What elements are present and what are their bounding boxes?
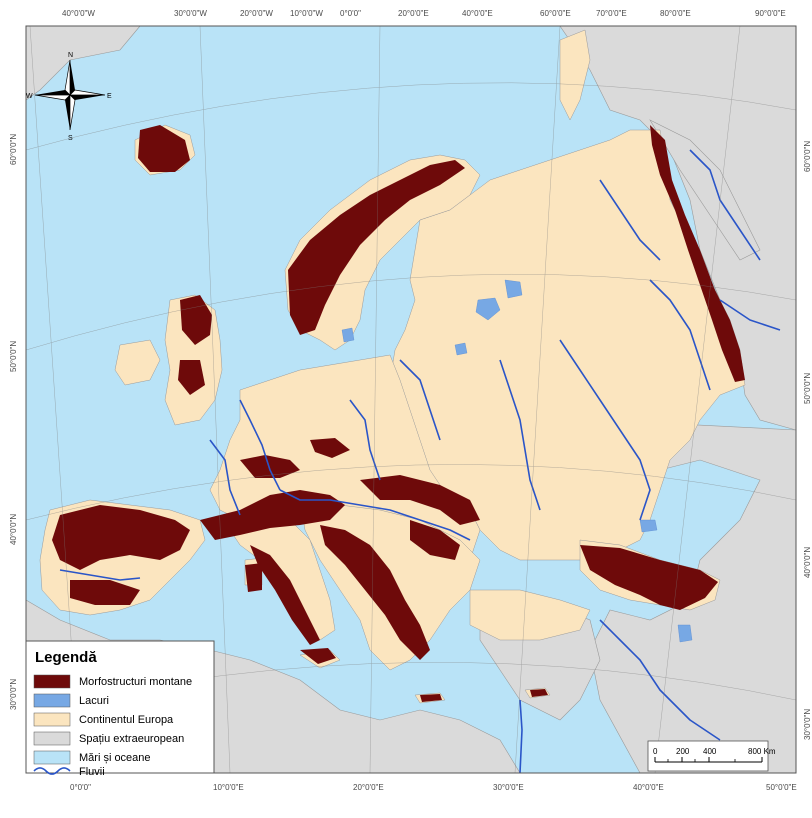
scale-label: 0 (653, 747, 658, 756)
compass-label-e: E (107, 93, 112, 100)
top-tick: 40°0'0"W (62, 9, 95, 18)
top-tick: 90°0'0"E (755, 9, 786, 18)
bottom-tick: 30°0'0"E (493, 783, 524, 792)
left-tick: 40°0'0"N (9, 514, 18, 545)
top-tick: 80°0'0"E (660, 9, 691, 18)
bottom-tick: 20°0'0"E (353, 783, 384, 792)
legend-label: Mări și oceane (79, 752, 151, 764)
compass-arrow-north (70, 60, 75, 95)
right-tick-labels: 60°0'0"N 50°0'0"N 40°0'0"N 30°0'0"N (803, 141, 812, 740)
legend-label: Spațiu extraeuropean (79, 733, 184, 745)
left-tick: 50°0'0"N (9, 341, 18, 372)
compass-arrow-west (35, 90, 70, 95)
left-tick: 30°0'0"N (9, 679, 18, 710)
legend-label: Continentul Europa (79, 714, 174, 726)
scale-bar-box (647, 740, 769, 772)
compass-arrow-east (70, 95, 105, 100)
compass-arrow-south (65, 95, 70, 130)
legend-title: Legendă (35, 649, 97, 666)
compass-label-s: S (68, 135, 73, 142)
bottom-tick: 10°0'0"E (213, 783, 244, 792)
top-tick: 0°0'0" (340, 9, 361, 18)
scale-label: 400 (703, 747, 717, 756)
legend-swatch-continent (33, 712, 71, 727)
compass-rose: N S E W (26, 52, 112, 142)
right-tick: 30°0'0"N (803, 709, 812, 740)
top-tick: 60°0'0"E (540, 9, 571, 18)
bottom-tick-labels: 0°0'0" 10°0'0"E 20°0'0"E 30°0'0"E 40°0'0… (70, 783, 797, 792)
right-tick: 60°0'0"N (803, 141, 812, 172)
legend: Legendă Morfostructuri montane Lacuri Co… (25, 640, 215, 778)
right-tick: 40°0'0"N (803, 547, 812, 578)
lakes (341, 279, 693, 643)
legend-label: Lacuri (79, 695, 109, 707)
scale-label: 200 (676, 747, 690, 756)
map-frame (25, 25, 797, 774)
top-tick: 30°0'0"W (174, 9, 207, 18)
legend-label: Fluvii (79, 766, 105, 778)
scale-bar: 0 200 400 800 Km (647, 740, 776, 772)
top-tick: 20°0'0"W (240, 9, 273, 18)
legend-swatch-seas (33, 750, 71, 765)
left-tick: 60°0'0"N (9, 134, 18, 165)
top-tick: 70°0'0"E (596, 9, 627, 18)
compass-label-w: W (26, 93, 33, 100)
top-tick-labels: 40°0'0"W 30°0'0"W 20°0'0"W 10°0'0"W 0°0'… (62, 9, 786, 18)
legend-swatch-lakes (33, 693, 71, 708)
top-tick: 10°0'0"W (290, 9, 323, 18)
bottom-tick: 0°0'0" (70, 783, 91, 792)
scale-label: 800 Km (748, 747, 776, 756)
right-tick: 50°0'0"N (803, 373, 812, 404)
legend-swatch-extra-european (33, 731, 71, 746)
legend-label: Morfostructuri montane (79, 676, 192, 688)
bottom-tick: 40°0'0"E (633, 783, 664, 792)
top-tick: 20°0'0"E (398, 9, 429, 18)
mountain-morphostructures (52, 125, 745, 702)
legend-swatch-mountains (33, 674, 71, 689)
top-tick: 40°0'0"E (462, 9, 493, 18)
left-tick-labels: 60°0'0"N 50°0'0"N 40°0'0"N 30°0'0"N (9, 134, 18, 710)
legend-river-icon (33, 767, 71, 775)
bottom-tick: 50°0'0"E (766, 783, 797, 792)
compass-label-n: N (68, 52, 73, 59)
